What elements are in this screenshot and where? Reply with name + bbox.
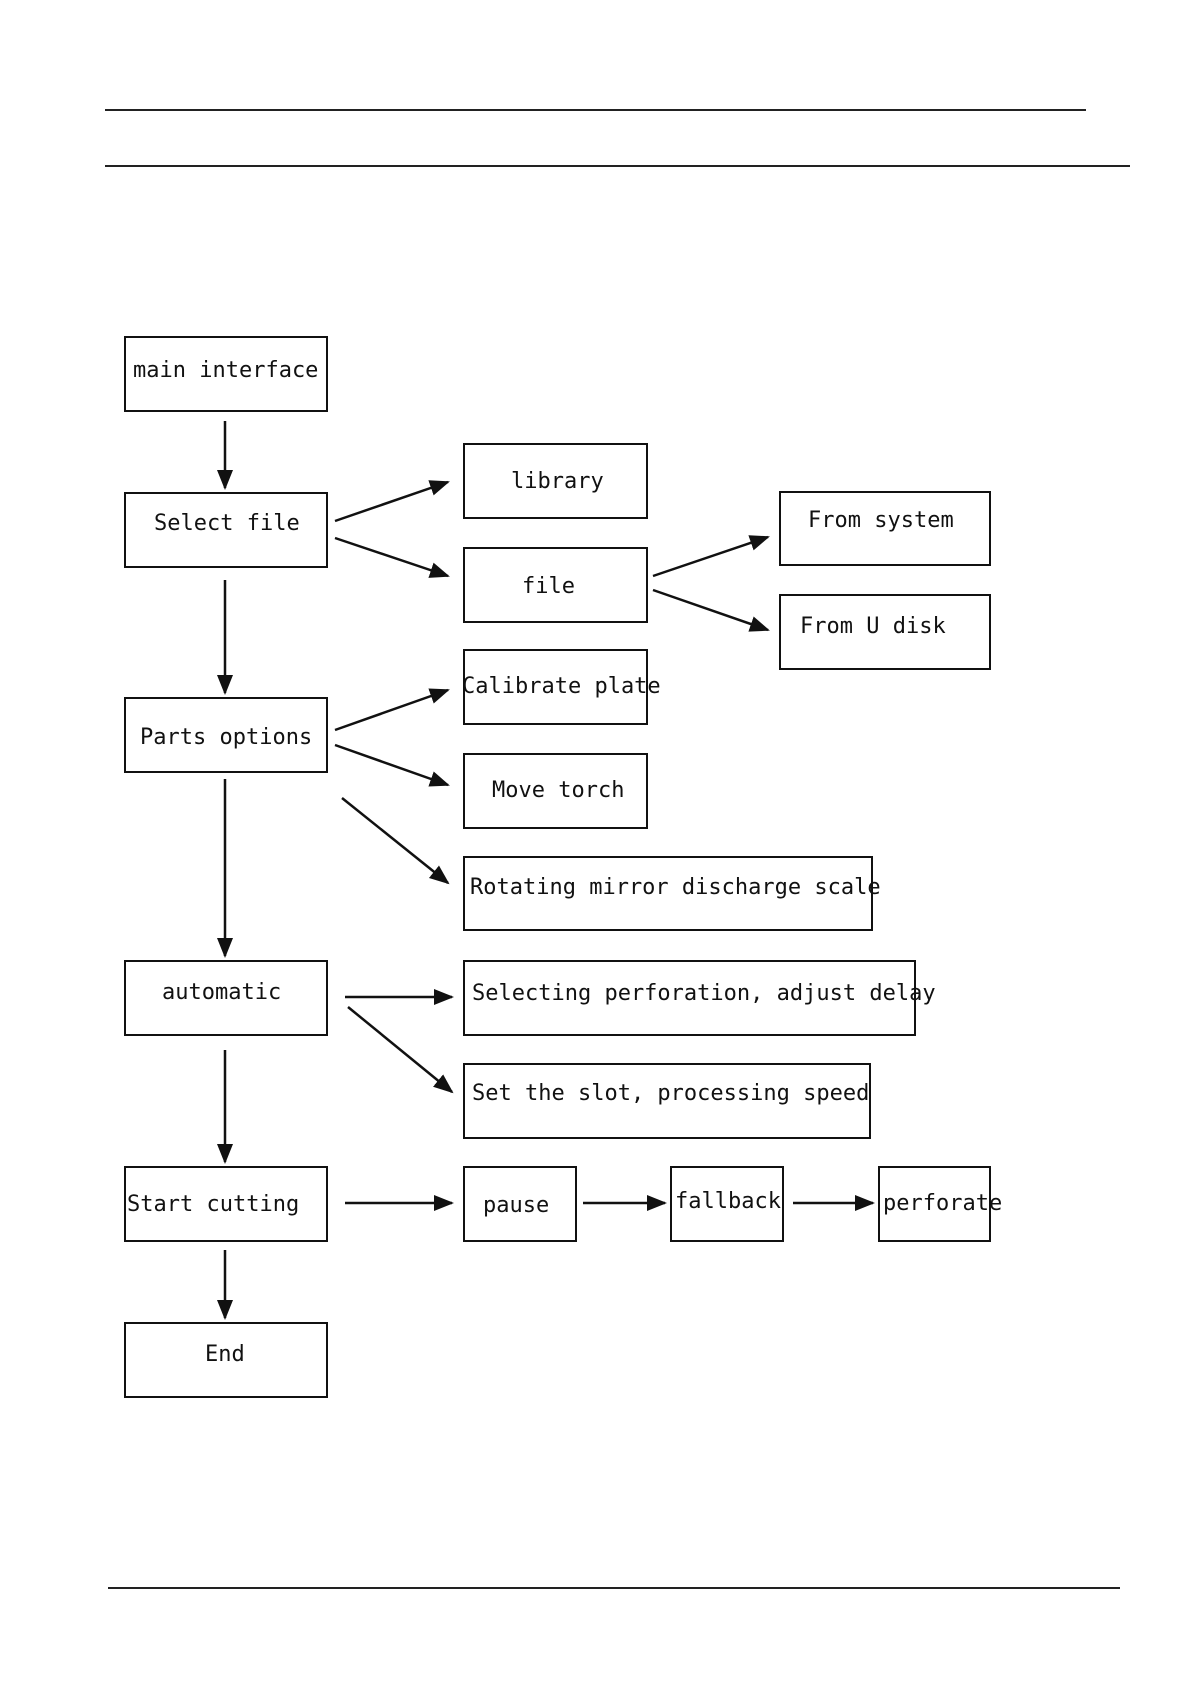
edge-file-to-from-udisk: [653, 590, 768, 630]
svg-text:Selecting perforation, adjust: Selecting perforation, adjust delay: [472, 981, 936, 1006]
node-set-slot: Set the slot, processing speed: [464, 1064, 870, 1138]
node-parts-options: Parts options: [125, 698, 327, 772]
node-calibrate-plate: Calibrate plate: [462, 650, 661, 724]
svg-text:Rotating mirror discharge scal: Rotating mirror discharge scale: [470, 875, 881, 900]
svg-text:library: library: [511, 469, 604, 494]
svg-text:automatic: automatic: [162, 980, 281, 1005]
node-file: file: [464, 548, 647, 622]
node-from-system: From system: [780, 492, 990, 565]
node-move-torch: Move torch: [464, 754, 647, 828]
svg-text:From system: From system: [808, 508, 954, 533]
edge-file-to-from-system: [653, 537, 768, 576]
node-pause: pause: [464, 1167, 576, 1241]
edge-parts-to-calibrate: [335, 690, 448, 730]
svg-text:Move torch: Move torch: [492, 778, 624, 803]
edge-select-to-file: [335, 538, 448, 576]
node-perforate: perforate: [879, 1167, 1002, 1241]
svg-text:perforate: perforate: [883, 1191, 1002, 1216]
svg-text:file: file: [522, 574, 575, 599]
node-rotating-mirror: Rotating mirror discharge scale: [464, 857, 881, 930]
edge-automatic-to-slot: [348, 1007, 452, 1092]
svg-text:main interface: main interface: [133, 358, 318, 383]
node-main-interface: main interface: [125, 337, 327, 411]
svg-text:fallback: fallback: [675, 1189, 781, 1214]
svg-text:Set the slot, processing speed: Set the slot, processing speed: [472, 1081, 869, 1106]
node-select-file: Select file: [125, 493, 327, 567]
svg-text:Calibrate plate: Calibrate plate: [462, 674, 661, 699]
node-selecting-perforation: Selecting perforation, adjust delay: [464, 961, 936, 1035]
node-library: library: [464, 444, 647, 518]
node-end: End: [125, 1323, 327, 1397]
edge-select-to-library: [335, 482, 448, 521]
svg-text:pause: pause: [483, 1193, 549, 1218]
svg-text:Start cutting: Start cutting: [127, 1192, 299, 1217]
node-from-udisk: From U disk: [780, 595, 990, 669]
node-automatic: automatic: [125, 961, 327, 1035]
node-start-cutting: Start cutting: [125, 1167, 327, 1241]
node-fallback: fallback: [671, 1167, 783, 1241]
svg-text:From U disk: From U disk: [800, 614, 946, 639]
edge-parts-to-rotating: [342, 798, 448, 883]
svg-text:End: End: [205, 1342, 245, 1367]
edge-parts-to-move-torch: [335, 745, 448, 785]
svg-text:Select file: Select file: [154, 511, 300, 536]
svg-text:Parts options: Parts options: [140, 725, 312, 750]
